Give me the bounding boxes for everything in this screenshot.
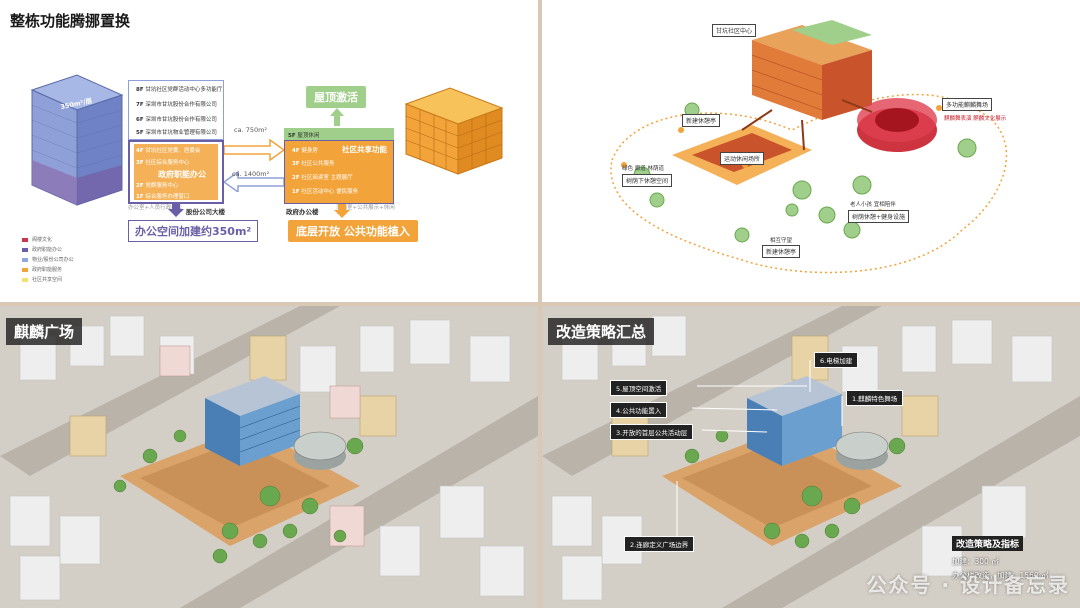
legend-item: 政府职能服务 [22,266,62,273]
floor-row: 2F 社区阅读室 主题展厅 [292,175,353,181]
callout-pavilion-top: 新建休憩亭 [682,114,721,127]
right-building-graphic [404,87,504,175]
floor-row: 3F 社区公共服务 [292,161,335,167]
floor-row: 5F 屋顶休闲 [288,133,320,139]
right-building-caption: 活动室+公共展示+休闲 [336,205,395,211]
down-arrow-icon [334,204,350,218]
floor-row: 1F 综合服务办理窗口 [136,194,190,200]
metrics-line-1: 加建：300 ㎡ [952,557,999,566]
left-bottom-tag: 办公空间加建约350m² [128,220,259,242]
gov-office-label: 政府职能办公 [158,170,206,179]
callout-tree-sub: 绿色 廊道 林荫道 [622,166,664,172]
concept-diagram-graphic [610,20,1008,274]
strategy-title: 改造策略汇总 [548,318,655,345]
floor-row: 5F 深圳市甘坑物业管理有限公司 [136,130,217,136]
transfer-arrows-graphic [224,138,286,192]
legend-item: 社区共享空间 [22,276,62,283]
callout-roof: 5.屋顶空间激活 [610,380,668,396]
callout-pavilion-bottom: 新建休憩亭 [762,245,801,258]
callout-fitness: 树荫休憩+健身设施 [848,210,910,223]
left-floor-table: 8F 甘坑社区党群活动中心多功能厅 7F 深圳市甘坑股份合作有限公司 6F 深圳… [128,80,224,204]
arrow-top-label: ca. 750m² [234,126,268,134]
callout-tree-leisure: 树荫下休憩空间 [622,174,673,187]
callout-community-center: 甘坑社区中心 [712,24,757,37]
left-building-caption: 办公室+人员行政办公 [128,205,183,211]
legend-item: 阁楼文化 [22,236,52,243]
panel-plaza-render: 麒麟广场 [0,306,538,608]
panel-strategy-summary: 改造策略汇总 6.电梯加建 5.屋顶空间激活 1.麒麟特色舞场 4.公共功能置入… [542,306,1080,608]
floor-row: 7F 深圳市甘坑股份合作有限公司 [136,102,217,108]
floor-row: 4F 甘坑社区党委、居委会 [136,148,201,154]
callout-corridor: 2.连廊定义广场边界 [624,536,695,552]
floor-row: 2F 党群服务中心 [136,183,179,189]
arrow-bottom-label: ca. 1400m² [232,170,270,178]
right-building-name: 政府办公楼 [286,208,319,216]
metrics-line-2: 办公楼改造，加建：1560 ㎡ [952,571,1049,580]
callout-stage: 多功能麒麟舞场 [942,98,993,111]
callout-stage-sub: 麒麟舞表演 麒麟文化展示 [944,116,1007,122]
floor-row: 1F 社区活动中心 便民服务 [292,189,359,195]
plaza-render-graphic [0,306,538,608]
legend-item: 物业/股份公司办公 [22,256,74,263]
share-label: 社区共享功能 [342,145,387,154]
legend-item: 政府职能办公 [22,246,62,253]
panel-concept-diagram: 甘坑社区中心 新建休憩亭 运动休闲场所 绿色 廊道 林荫道 树荫下休憩空间 多功… [542,0,1080,302]
metrics-box: 改造策略及指标 加建：300 ㎡ 办公楼改造，加建：1560 ㎡ [944,532,1070,590]
floor-row: 6F 深圳市甘坑股份合作有限公司 [136,117,217,123]
callout-activity: 运动休闲场所 [720,152,765,165]
floor-row: 3F 社区综合服务中心 [136,160,190,166]
callout-stage: 1.麒麟特色舞场 [846,390,904,406]
left-building-name: 股份公司大楼 [186,208,225,216]
down-arrow-icon [168,203,184,217]
metrics-title: 改造策略及指标 [952,536,1024,551]
left-building-graphic [30,74,124,206]
roof-activation-tag: 屋顶激活 [306,86,366,108]
plaza-title: 麒麟广场 [6,318,83,345]
floor-row: 8F 甘坑社区党群活动中心多功能厅 [136,87,223,93]
callout-elevator: 6.电梯加建 [814,352,859,368]
callout-pavilion-bottom-sub: 相互守望 [770,238,793,244]
right-floor-table: 5F 屋顶休闲 社区共享功能 4F 健身房 3F 社区公共服务 2F 社区阅读室… [284,128,394,204]
watermark: 公众号 · 设计备忘录 [866,573,1070,597]
page-title: 整栋功能腾挪置换 [10,12,131,30]
right-bottom-tag: 底层开放 公共功能植入 [288,220,418,242]
callout-open-ground: 3.开放的首层公共活动层 [610,424,694,440]
floor-row: 4F 健身房 [292,148,318,154]
panel-function-swap: 整栋功能腾挪置换 350m²/层 8F 甘坑社区党群活动中心多功能厅 7F 深圳… [0,0,538,302]
callout-fitness-sub: 老人小孩 宜相陪伴 [850,202,896,208]
up-arrow-icon [330,108,344,126]
strategy-render-graphic [542,306,1080,608]
callout-public-function: 4.公共功能置入 [610,402,668,418]
